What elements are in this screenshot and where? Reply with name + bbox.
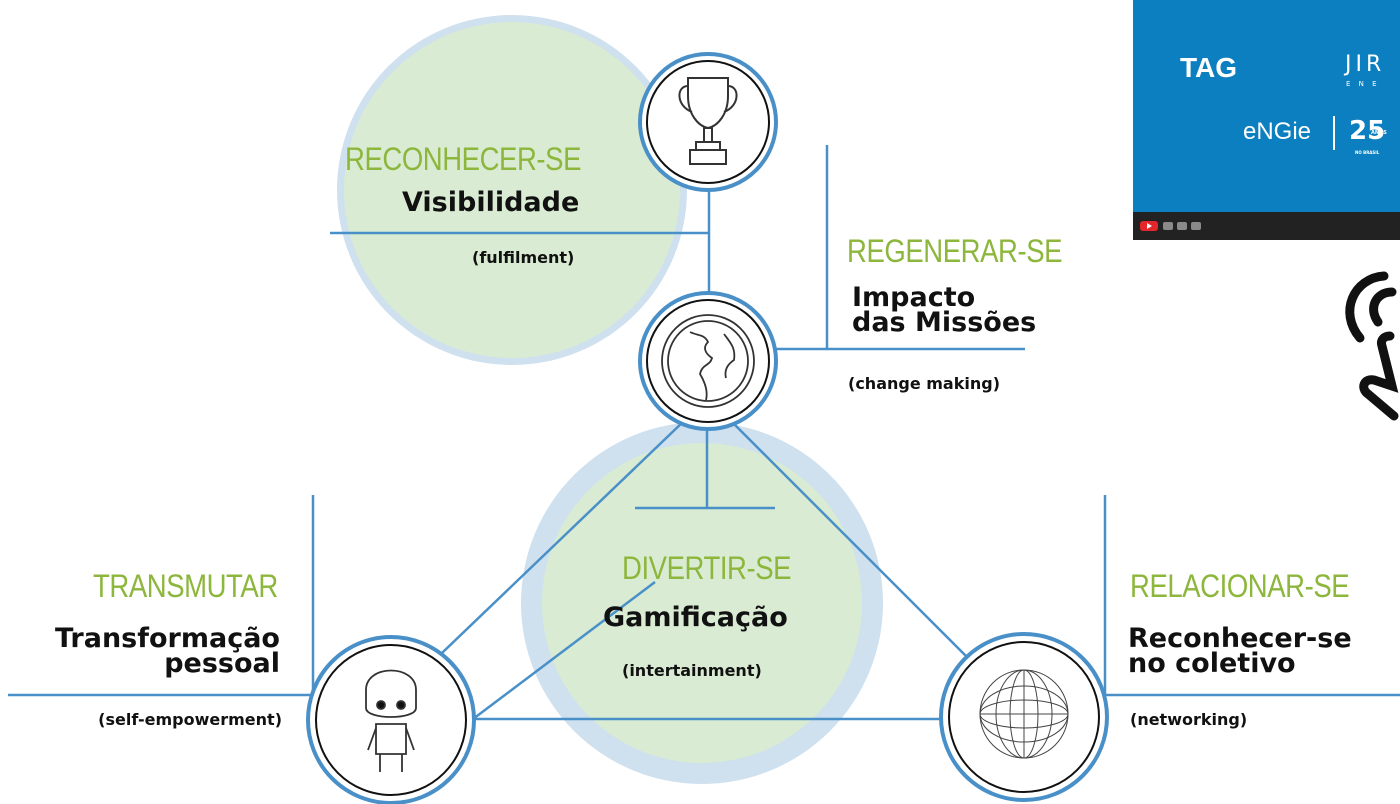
skip-back-icon[interactable] [1163,222,1173,230]
regenerar-subtitle-2: das Missões [852,307,1037,338]
regenerar-title: REGENERAR-SE [847,233,1063,269]
trophy-icon [678,77,738,165]
transmutar-title: TRANSMUTAR [93,568,278,604]
reconhecer-tag: (fulfilment) [472,248,575,267]
jiri-logo: JIR [1345,52,1386,77]
youtube-play-icon[interactable] [1140,221,1158,231]
divertir-tag: (intertainment) [622,661,762,680]
divertir-subtitle: Gamificação [603,602,788,633]
globe-node [638,291,778,431]
anniversary-25: 25 [1349,116,1386,146]
divertir-halo-inner [542,443,862,763]
figure-node [306,635,476,804]
video-control-bar [1133,212,1400,240]
volume-icon[interactable] [1191,222,1201,230]
trophy-node [638,52,778,192]
jiri-energia-text: E N E [1346,80,1380,88]
relacionar-tag: (networking) [1130,710,1248,729]
anniversary-anos: ANOS [1371,130,1387,136]
tag-logo: TAG [1180,52,1238,83]
reconhecer-halo-inner [344,22,680,358]
transmutar-subtitle-1: Transformação [54,623,280,654]
funko-figure-icon [365,669,417,772]
transmutar-tag: (self-empowerment) [98,710,282,729]
relacionar-subtitle-2: no coletivo [1128,648,1296,679]
play-icon[interactable] [1177,222,1187,230]
reconhecer-subtitle: Visibilidade [402,187,580,218]
reconhecer-title: RECONHECER-SE [345,141,582,177]
relacionar-title: RELACIONAR-SE [1130,568,1350,604]
relacionar-subtitle-1: Reconhecer-se [1128,623,1352,654]
globe-icon [661,314,755,408]
engie-logo: eNGie [1243,118,1312,145]
logo-divider [1333,116,1335,150]
video-player[interactable]: TAG JIR E N E eNGie 25 ANOS NO BRASIL [1133,0,1400,240]
tap-hand-icon [1345,271,1399,421]
regenerar-tag: (change making) [848,374,1000,393]
connector-lines [8,145,1400,721]
anniversary-nobrasil: NO BRASIL [1355,150,1380,155]
wire-sphere-icon [979,669,1069,759]
regenerar-subtitle-1: Impacto [852,282,976,313]
transmutar-subtitle-2: pessoal [164,648,280,679]
divertir-title: DIVERTIR-SE [622,550,792,586]
sphere-node [939,632,1109,802]
